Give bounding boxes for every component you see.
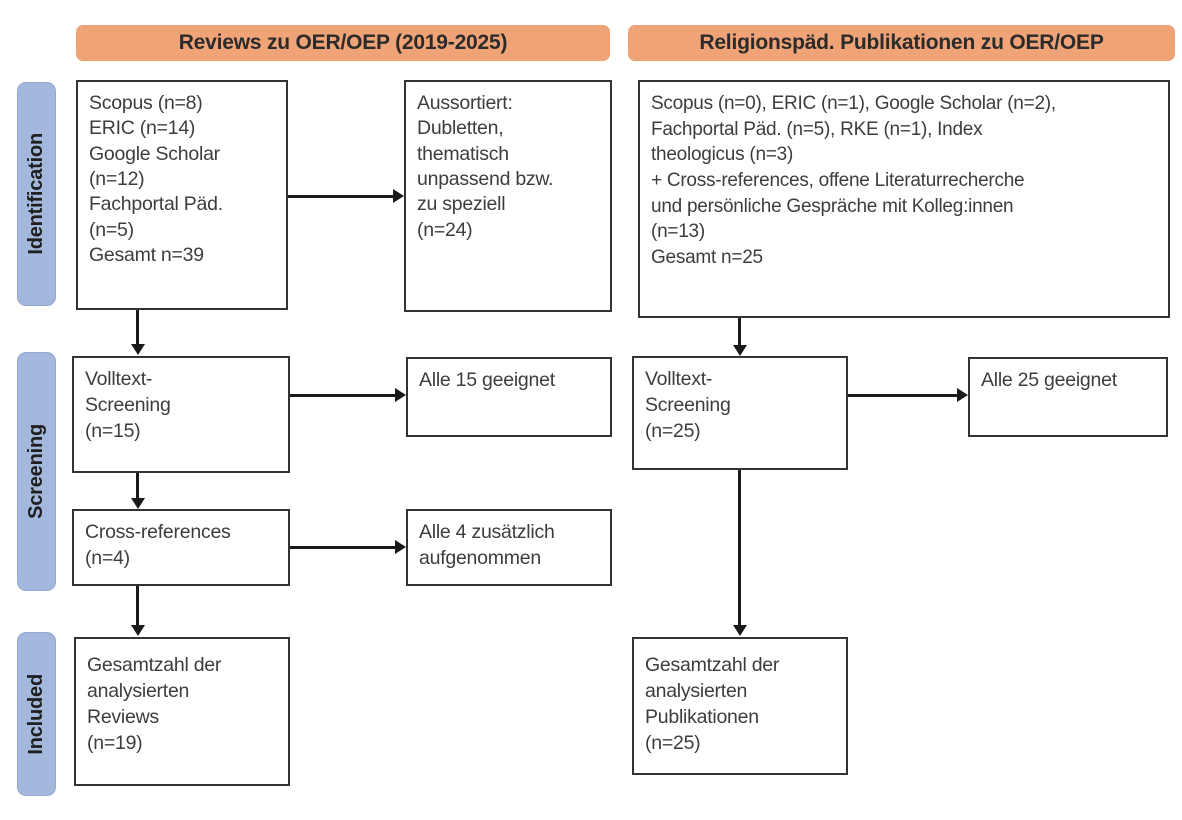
connector-left-crossrefs-to-included <box>136 586 139 628</box>
box-right-included-total: Gesamtzahl der analysierten Publikatione… <box>632 637 848 775</box>
stage-label-included: Included <box>25 673 47 755</box>
arrowhead-right-sources-to-fulltext <box>733 345 747 356</box>
connector-right-fulltext-to-included <box>738 470 741 628</box>
arrowhead-left-sources-to-excluded <box>393 189 404 203</box>
arrowhead-right-fulltext-to-included <box>733 625 747 636</box>
arrowhead-left-fulltext-to-crossrefs <box>131 498 145 509</box>
stage-label-identification: Identification <box>25 133 47 255</box>
connector-left-sources-to-fulltext <box>136 310 139 346</box>
stage-pill-included: Included <box>17 632 56 796</box>
box-right-sources: Scopus (n=0), ERIC (n=1), Google Scholar… <box>638 80 1170 318</box>
connector-right-sources-to-fulltext <box>738 318 741 348</box>
box-left-crossreferences: Cross-references (n=4) <box>72 509 290 586</box>
box-right-fulltext-result: Alle 25 geeignet <box>968 357 1168 437</box>
arrowhead-left-crossrefs-to-included <box>131 625 145 636</box>
box-left-included-total: Gesamtzahl der analysierten Reviews (n=1… <box>74 637 290 786</box>
column-header-publikationen: Religionspäd. Publikationen zu OER/OEP <box>628 25 1175 61</box>
connector-left-fulltext-to-result <box>290 394 396 397</box>
connector-left-sources-to-excluded <box>288 195 394 198</box>
column-header-reviews: Reviews zu OER/OEP (2019-2025) <box>76 25 610 61</box>
box-left-excluded: Aussortiert: Dubletten, thematisch unpas… <box>404 80 612 312</box>
arrowhead-left-fulltext-to-result <box>395 388 406 402</box>
stage-pill-screening: Screening <box>17 352 56 591</box>
box-left-sources: Scopus (n=8) ERIC (n=14) Google Scholar … <box>76 80 288 310</box>
stage-label-screening: Screening <box>25 424 47 519</box>
arrowhead-right-fulltext-to-result <box>957 388 968 402</box>
box-left-fulltext-result: Alle 15 geeignet <box>406 357 612 437</box>
arrowhead-left-crossrefs-to-result <box>395 540 406 554</box>
box-right-fulltext-screening: Volltext- Screening (n=25) <box>632 356 848 470</box>
connector-left-crossrefs-to-result <box>290 546 396 549</box>
box-left-crossreferences-result: Alle 4 zusätzlich aufgenommen <box>406 509 612 586</box>
arrowhead-left-sources-to-fulltext <box>131 344 145 355</box>
connector-right-fulltext-to-result <box>848 394 958 397</box>
box-left-fulltext-screening: Volltext- Screening (n=15) <box>72 356 290 473</box>
stage-pill-identification: Identification <box>17 82 56 306</box>
connector-left-fulltext-to-crossrefs <box>136 473 139 501</box>
